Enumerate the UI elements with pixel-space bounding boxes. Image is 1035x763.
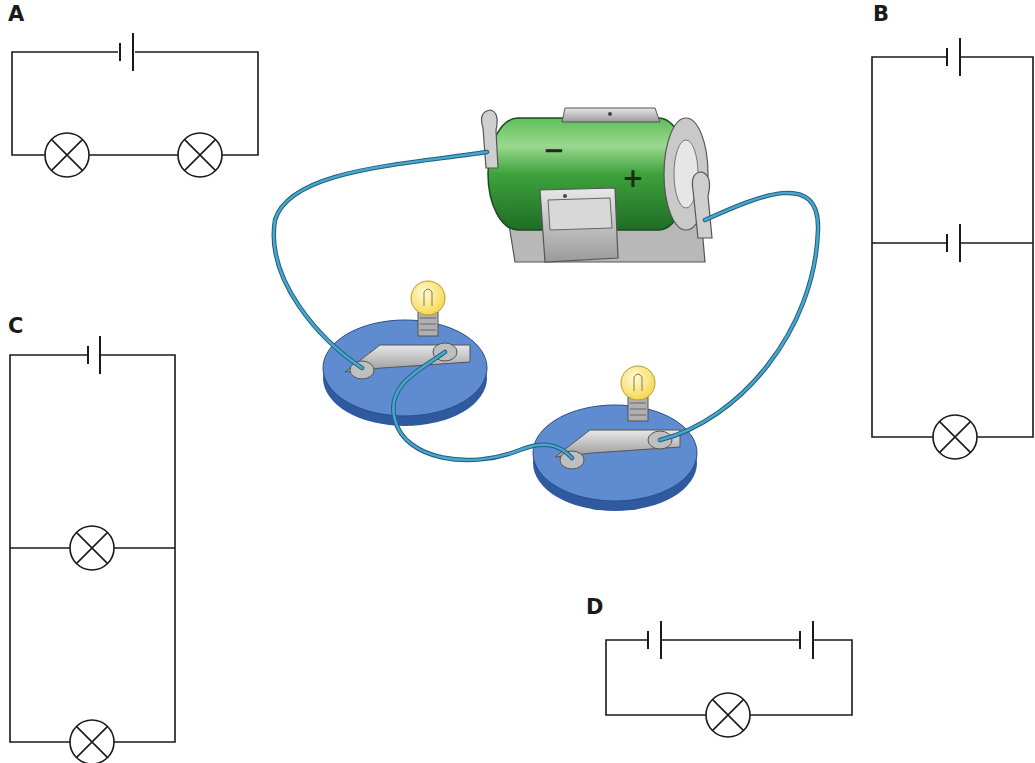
schematic-b [872, 38, 1033, 459]
lamp-holder [323, 281, 487, 426]
terminal-sign: − [543, 137, 565, 163]
schematic-d [606, 621, 852, 737]
schematic-a [12, 33, 258, 177]
circuit-letter: B [873, 4, 889, 25]
schematic-c [10, 336, 175, 763]
terminal-sign: + [622, 165, 644, 191]
circuit-letter: C [8, 316, 23, 337]
circuit-letter: A [8, 4, 24, 25]
wire [274, 152, 818, 460]
battery-holder [482, 108, 712, 262]
circuit-letter: D [586, 597, 603, 618]
